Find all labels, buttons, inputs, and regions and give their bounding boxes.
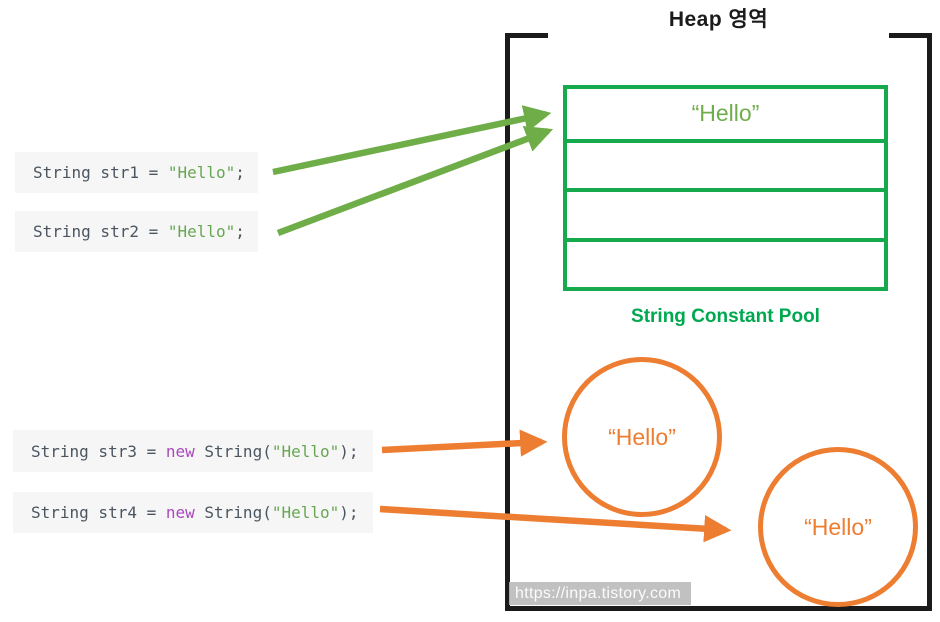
heap-area-title: Heap 영역 xyxy=(668,8,769,31)
heap-object-str4: “Hello” xyxy=(758,447,918,607)
code-snippet-str2: String str2 = "Hello"; xyxy=(15,211,258,252)
code-snippet-str4: String str4 = new String("Hello"); xyxy=(13,492,373,533)
code4-mid: String( xyxy=(194,503,272,522)
heap-box-top-gap xyxy=(548,33,889,38)
pool-row-empty-3 xyxy=(567,237,884,288)
code3-mid: String( xyxy=(194,441,272,461)
pool-row-empty-1 xyxy=(567,138,884,189)
code2-plain: String str2 = xyxy=(33,222,168,241)
code-snippet-str3: String str3 = new String("Hello"); xyxy=(13,430,373,472)
code4-end: ); xyxy=(339,503,359,522)
pool-row-empty-2 xyxy=(567,188,884,238)
code3-keyword-new: new xyxy=(165,441,195,461)
pool-row-hello: “Hello” xyxy=(567,89,884,139)
code4-plain: String str4 = xyxy=(31,503,166,522)
code3-string-literal: "Hello" xyxy=(271,441,340,461)
code4-string-literal: "Hello" xyxy=(271,503,340,522)
heap-object-str3-value: “Hello” xyxy=(608,423,676,450)
code1-end: ; xyxy=(235,163,245,182)
code-snippet-str1: String str1 = "Hello"; xyxy=(15,152,258,193)
code2-end: ; xyxy=(235,222,245,241)
pool-hello-value: “Hello” xyxy=(691,100,760,127)
watermark-url: https://inpa.tistory.com xyxy=(509,582,692,605)
string-constant-pool-label: String Constant Pool xyxy=(631,306,820,327)
code2-string-literal: "Hello" xyxy=(167,222,236,241)
code4-keyword-new: new xyxy=(165,503,195,522)
heap-object-str3: “Hello” xyxy=(562,357,722,517)
heap-object-str4-value: “Hello” xyxy=(804,513,872,540)
code1-plain: String str1 = xyxy=(33,163,168,182)
code1-string-literal: "Hello" xyxy=(167,163,236,182)
code3-plain: String str3 = xyxy=(31,441,166,461)
heap-area-box xyxy=(505,33,932,611)
string-constant-pool-table: “Hello” xyxy=(563,85,888,291)
code3-end: ); xyxy=(339,441,359,461)
